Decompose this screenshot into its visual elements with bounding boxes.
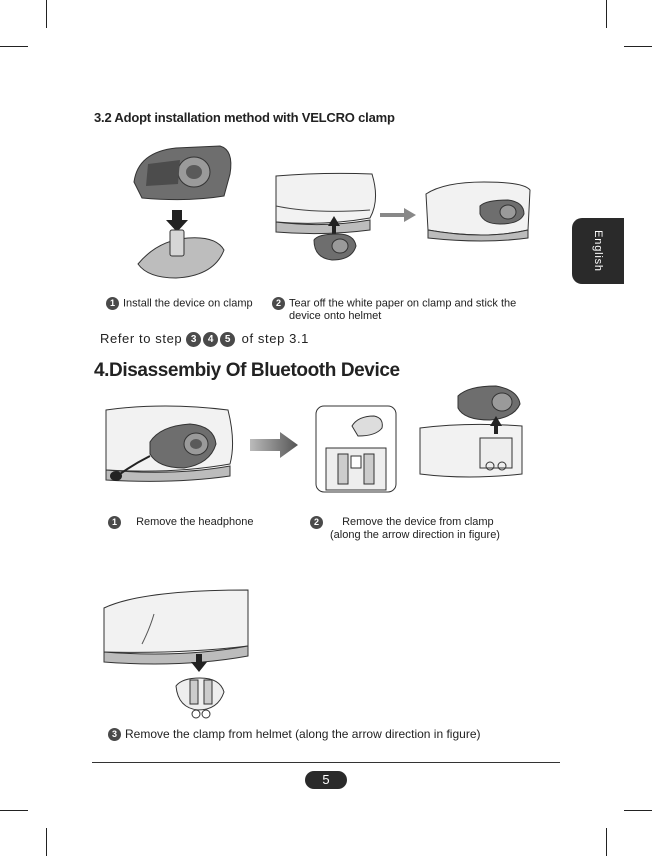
section-title-4: 4.Disassembiy Of Bluetooth Device [94, 360, 400, 381]
step-number-badge: 2 [272, 297, 285, 310]
step-number-badge: 3 [186, 332, 202, 348]
step-text: Remove the headphone [136, 516, 254, 529]
figure-device-on-clamp [128, 140, 240, 290]
refer-suffix: of step 3.1 [241, 331, 309, 346]
crop-mark [46, 828, 47, 856]
step-number-badge: 4 [203, 332, 219, 348]
figure-helmet-clamp [274, 170, 380, 266]
crop-mark [0, 46, 28, 47]
step-3-2-1-caption: 1 Install the device on clamp [106, 297, 253, 310]
step-number-badge: 3 [108, 728, 121, 742]
figure-remove-clamp [102, 588, 252, 724]
step-text: (along the arrow direction in figure) [330, 529, 500, 542]
figure-press-latch [314, 404, 398, 494]
crop-mark [606, 0, 607, 28]
step-4-3-caption: 3 Remove the clamp from helmet (along the… [108, 727, 481, 742]
crop-mark [624, 46, 652, 47]
footer-rule [92, 762, 560, 763]
crop-mark [606, 828, 607, 856]
step-text: Install the device on clamp [123, 297, 253, 310]
step-text: Tear off the white paper on clamp and st… [289, 297, 517, 310]
language-label: English [592, 230, 604, 272]
arrow-right-icon [250, 432, 298, 458]
arrow-right-icon [380, 207, 416, 223]
step-4-1-caption: 1 Remove the headphone [108, 516, 254, 529]
figure-remove-headphone [104, 402, 236, 486]
step-number-badge: 2 [310, 516, 323, 529]
step-text: Remove the device from clamp [342, 516, 494, 529]
step-number-badge: 1 [106, 297, 119, 310]
page-number: 5 [305, 771, 347, 789]
language-tab: English [572, 218, 624, 284]
step-text: device onto helmet [289, 310, 382, 323]
refer-prefix: Refer to step [100, 331, 183, 346]
section-title-3-2: 3.2 Adopt installation method with VELCR… [94, 110, 395, 125]
figure-remove-device [418, 382, 524, 488]
crop-mark [46, 0, 47, 28]
figure-device-mounted [424, 180, 532, 244]
step-3-2-2-caption: 2 Tear off the white paper on clamp and s… [272, 297, 516, 323]
step-4-2-caption: 2 Remove the device from clamp (along th… [310, 516, 500, 542]
step-number-badge: 1 [108, 516, 121, 529]
step-number-badge: 5 [220, 332, 236, 348]
crop-mark [0, 810, 28, 811]
crop-mark [624, 810, 652, 811]
step-text: Remove the clamp from helmet (along the … [125, 727, 481, 741]
